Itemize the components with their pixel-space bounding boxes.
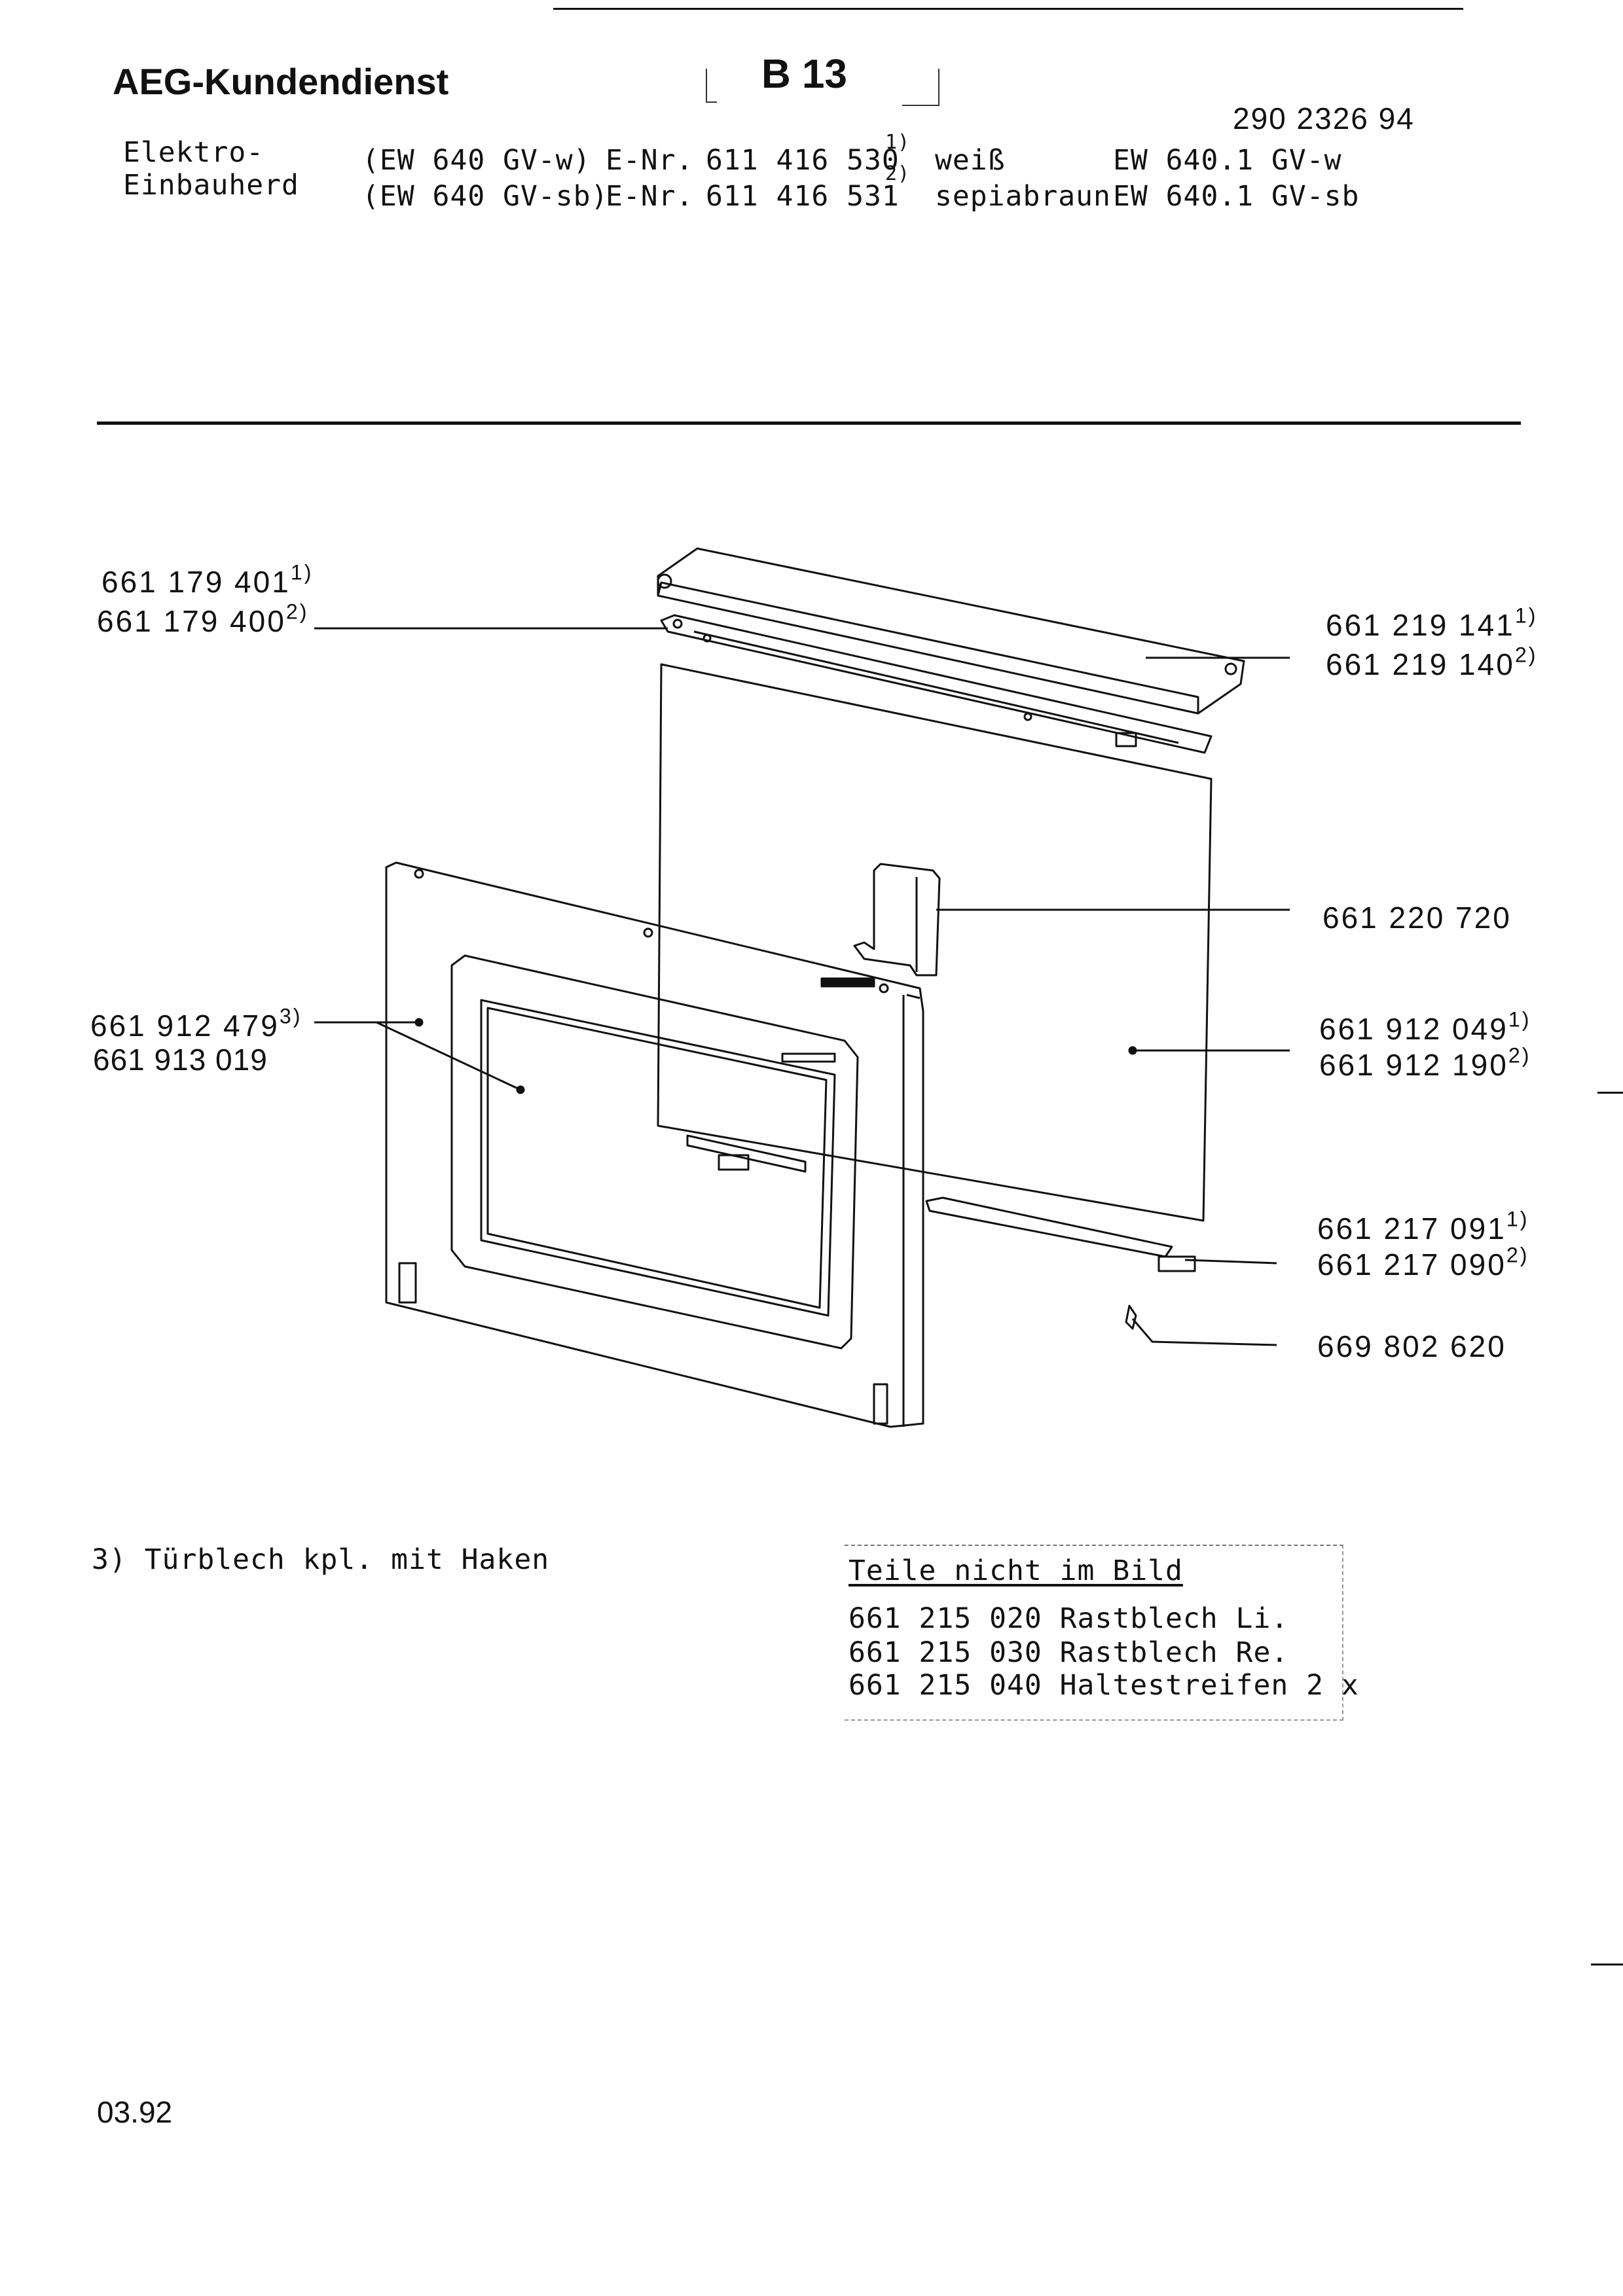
variant-2-note: 2) — [885, 162, 911, 185]
door-handle — [686, 1134, 807, 1173]
variant-2-enr-label: E-Nr. — [606, 180, 694, 213]
variant-2-enr: 611 416 531 — [706, 180, 900, 213]
variant-2-model-new: EW 640.1 GV-sb — [1113, 180, 1360, 213]
variant-1-note: 1) — [885, 131, 911, 154]
variant-1-color: weiß — [935, 144, 1006, 177]
page-code-frame-right — [902, 69, 939, 106]
hinge-bracket — [853, 863, 941, 977]
product-type-line2: Einbauherd — [123, 169, 299, 202]
company-title: AEG-Kundendienst — [113, 61, 449, 102]
page-code: B 13 — [761, 52, 847, 97]
margin-mark-1 — [1597, 1092, 1623, 1094]
not-shown-item-3: 661 215 040 Haltestreifen 2 x — [848, 1669, 1359, 1702]
part-label-661217090: 661 217 0902) — [1317, 1243, 1529, 1282]
leader-661-217 — [1184, 1259, 1277, 1265]
variant-1-enr: 611 416 530 — [706, 144, 900, 177]
footnote: 3) Türblech kpl. mit Haken — [92, 1543, 550, 1576]
margin-mark-2 — [1591, 1964, 1623, 1965]
doc-number: 290 2326 94 — [1233, 101, 1415, 135]
not-shown-box — [845, 1545, 1343, 1721]
top-rule — [553, 8, 1463, 10]
part-label-661913019: 661 913 019 — [93, 1043, 268, 1077]
not-shown-title: Teile nicht im Bild — [848, 1554, 1183, 1587]
variant-2-color: sepiabraun — [935, 180, 1111, 213]
date-stamp: 03.92 — [97, 2095, 173, 2129]
product-type-line1: Elektro- — [123, 136, 264, 169]
inner-glass-pane — [657, 663, 1213, 1222]
not-shown-item-2: 661 215 030 Rastblech Re. — [848, 1636, 1289, 1669]
part-label-661912049: 661 912 0491) — [1319, 1007, 1531, 1046]
part-label-661179400: 661 179 4002) — [97, 600, 309, 638]
section-rule — [97, 422, 1521, 425]
upper-rail — [660, 614, 1213, 754]
screw — [1125, 1304, 1137, 1330]
outer-door-panel — [385, 861, 924, 1428]
variant-1-model-new: EW 640.1 GV-w — [1113, 144, 1342, 177]
part-label-661179401: 661 179 4011) — [101, 560, 314, 599]
page-code-frame — [706, 69, 717, 103]
part-label-661219140: 661 219 1402) — [1326, 643, 1538, 681]
variant-1-model-old: (EW 640 GV-w) — [362, 144, 591, 177]
leader-669-802 — [1131, 1318, 1277, 1346]
door-window-frame — [450, 954, 859, 1350]
part-label-669802620: 669 802 620 — [1317, 1329, 1506, 1363]
part-label-661217091: 661 217 0911) — [1317, 1207, 1529, 1246]
part-label-661220720: 661 220 720 — [1322, 901, 1512, 935]
part-label-661912190: 661 912 1902) — [1319, 1043, 1531, 1082]
part-label-661912479: 661 912 4793) — [90, 1004, 302, 1043]
variant-1-enr-label: E-Nr. — [606, 144, 694, 177]
variant-2-model-old: (EW 640 GV-sb) — [362, 180, 609, 213]
part-label-661219141: 661 219 1411) — [1326, 603, 1538, 642]
lower-rail — [925, 1196, 1173, 1258]
not-shown-item-1: 661 215 020 Rastblech Li. — [848, 1602, 1289, 1635]
